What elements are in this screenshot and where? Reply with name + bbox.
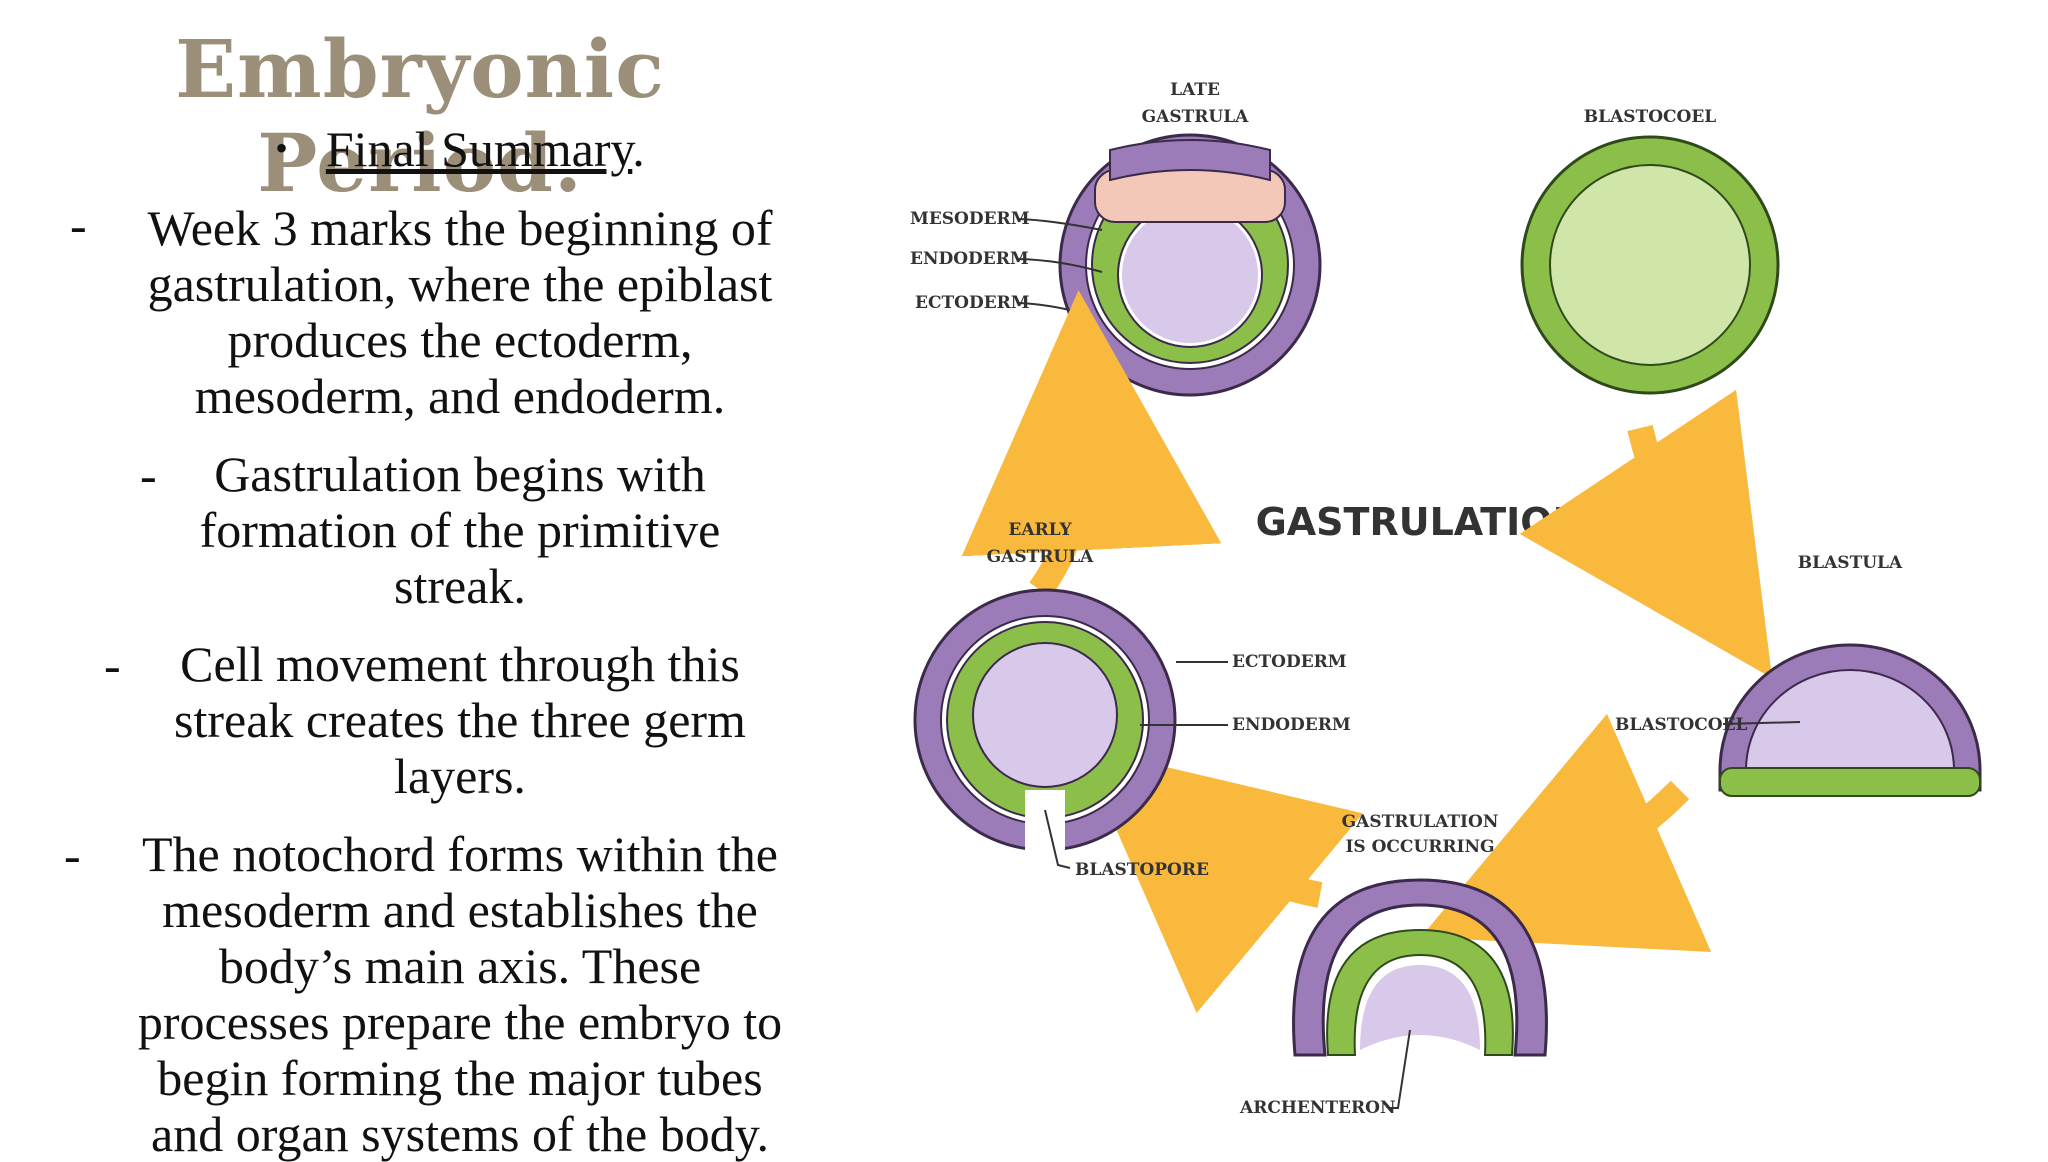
paragraph-line: streak.	[394, 558, 526, 614]
paragraph-line: begin forming the major tubes	[157, 1050, 763, 1106]
cycle-arrow	[1519, 389, 1773, 679]
slide-title: Embryonic Period.	[175, 22, 665, 210]
blastula-sphere-stage	[1520, 135, 1780, 395]
late-gastrula-stage	[1058, 133, 1322, 397]
dash-marker: -	[140, 447, 157, 503]
early-gastrula-label-1: EARLY	[1008, 520, 1072, 540]
blastocoel-top-label: BLASTOCOEL	[1584, 107, 1717, 127]
dash-marker: -	[64, 827, 81, 883]
diagram-title: GASTRULATION	[1256, 500, 1585, 544]
subtitle: • Final Summary.	[0, 120, 920, 178]
paragraph-line: mesoderm and establishes the	[162, 882, 758, 938]
blastula-stage	[1718, 643, 1982, 797]
paragraph-line: mesoderm, and endoderm.	[194, 368, 726, 424]
archenteron-label: ARCHENTERON	[1239, 1098, 1396, 1118]
late-gastrula-label-2: GASTRULA	[1142, 107, 1250, 127]
endoderm-label-early: ENDODERM	[1232, 715, 1351, 735]
paragraph-line: produces the ectoderm,	[227, 312, 693, 368]
ectoderm-label-late: ECTODERM	[915, 293, 1030, 313]
gastrulation-diagram: GASTRULATION LATE GASTRULA MESODERM ENDO…	[910, 80, 1982, 1118]
gastrulation-occurring-label-2: IS OCCURRING	[1345, 837, 1494, 857]
dash-marker: -	[104, 637, 121, 693]
endoderm-label-late: ENDODERM	[910, 249, 1029, 269]
ectoderm-label-early: ECTODERM	[1232, 652, 1347, 672]
bullet-icon: •	[275, 128, 288, 168]
cycle-arrow	[961, 290, 1222, 598]
paragraph-line: Gastrulation begins with	[214, 446, 706, 502]
summary-paragraph-2: Gastrulation begins with formation of th…	[60, 446, 860, 614]
paragraph-line: Cell movement through this	[180, 636, 740, 692]
summary-paragraph-4: The notochord forms within the mesoderm …	[60, 826, 860, 1162]
summary-paragraph-1: Week 3 marks the beginning of gastrulati…	[60, 200, 860, 424]
dash-marker: -	[70, 197, 87, 253]
paragraph-line: layers.	[394, 748, 526, 804]
paragraph-line: formation of the primitive	[199, 502, 721, 558]
mesoderm-label: MESODERM	[910, 209, 1030, 229]
paragraph-line: gastrulation, where the epiblast	[147, 256, 773, 312]
summary-paragraph-3: Cell movement through this streak create…	[60, 636, 860, 804]
early-gastrula-stage	[913, 588, 1177, 860]
gastrulation-occurring-label-1: GASTRULATION	[1342, 812, 1499, 832]
paragraph-line: processes prepare the embryo to	[137, 994, 783, 1050]
late-gastrula-label-1: LATE	[1170, 80, 1220, 100]
cycle-arrow	[1080, 746, 1364, 1014]
blastopore-label: BLASTOPORE	[1075, 860, 1209, 880]
blastocoel-blastula-label: BLASTOCOEL	[1615, 715, 1748, 735]
paragraph-line: Week 3 marks the beginning of	[147, 200, 773, 256]
blastula-label: BLASTULA	[1798, 553, 1903, 573]
subtitle-text: Final Summary	[325, 121, 633, 177]
subtitle-period: .	[632, 121, 645, 177]
gastrulation-occurring-stage	[1292, 878, 1548, 1057]
paragraph-line: body’s main axis. These	[218, 938, 702, 994]
paragraph-line: streak creates the three germ	[174, 692, 746, 748]
cycle-arrow	[1420, 713, 1712, 952]
early-gastrula-label-2: GASTRULA	[987, 547, 1095, 567]
paragraph-line: and organ systems of the body.	[151, 1106, 769, 1162]
paragraph-line: The notochord forms within the	[142, 826, 778, 882]
